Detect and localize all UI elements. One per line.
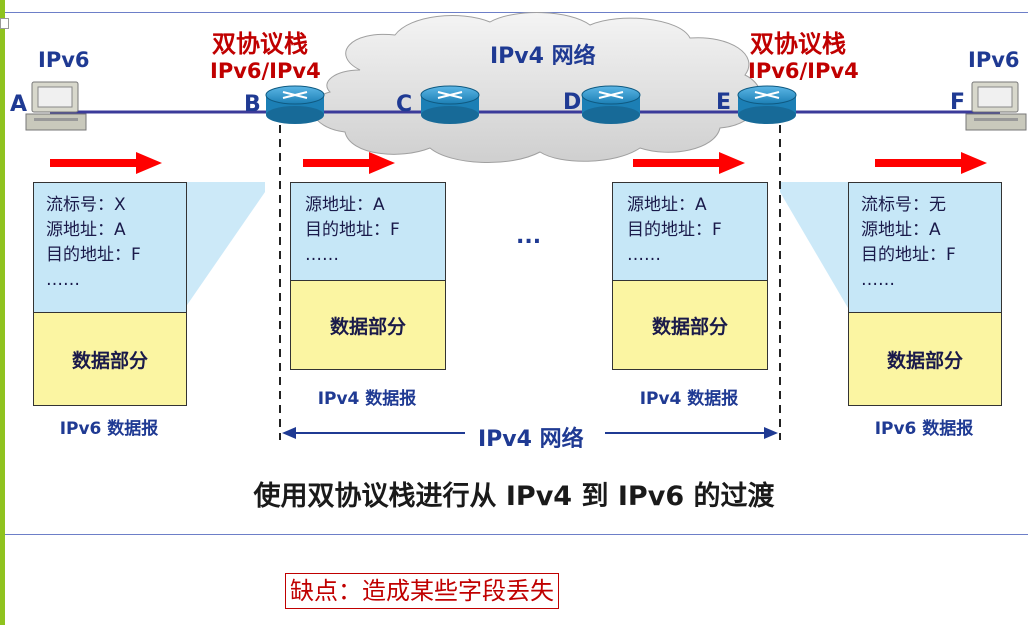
header-line: 源地址：A (627, 195, 707, 215)
header-line: …… (627, 245, 661, 265)
red-arrow-icon-3 (633, 152, 745, 174)
left-dual-stack-label: 双协议栈 (212, 30, 308, 58)
node-b: B (244, 92, 261, 117)
header-line: 源地址：A (46, 220, 126, 240)
left-accent-bar (0, 0, 5, 625)
shortcoming-note: 缺点：造成某些字段丢失 (285, 573, 559, 609)
header-line: …… (861, 270, 895, 290)
packet-data: 数据部分 (613, 280, 767, 369)
right-dual-stack-proto: IPv6/IPv4 (748, 59, 859, 83)
projection-wedge-right (780, 182, 848, 308)
ellipsis: ... (516, 224, 542, 249)
header-line: 源地址：A (305, 195, 385, 215)
ipv4-span-label: IPv4 网络 (478, 427, 584, 452)
packet-caption: IPv6 数据报 (59, 419, 159, 439)
projection-wedge-left (185, 182, 265, 308)
router-icon-b (265, 85, 325, 124)
packet-header: 流标号：无 源地址：A 目的地址：F …… (861, 193, 956, 293)
header-line: …… (46, 270, 80, 290)
packet-ipv6-source: 流标号：X 源地址：A 目的地址：F …… 数据部分 (33, 182, 187, 406)
ipv4-span-arrow (282, 427, 778, 439)
right-host-label: IPv6 (968, 48, 1020, 72)
cloud-label: IPv4 网络 (490, 44, 596, 69)
packet-data: 数据部分 (849, 312, 1001, 405)
packet-caption: IPv6 数据报 (874, 419, 974, 439)
packet-caption: IPv4 数据报 (639, 389, 739, 409)
header-line: 目的地址：F (861, 245, 956, 265)
packet-header: 源地址：A 目的地址：F …… (627, 193, 722, 268)
header-line: 目的地址：F (305, 220, 400, 240)
left-dual-stack-proto: IPv6/IPv4 (210, 59, 321, 83)
packet-caption: IPv4 数据报 (317, 389, 417, 409)
host-computer-icon-f (965, 81, 1027, 131)
packet-header: 流标号：X 源地址：A 目的地址：F …… (46, 193, 141, 293)
node-a: A (10, 92, 28, 117)
node-f: F (950, 90, 966, 115)
red-arrow-icon-4 (875, 152, 987, 174)
packet-ipv4-last: 源地址：A 目的地址：F …… 数据部分 (612, 182, 768, 370)
packet-data: 数据部分 (34, 312, 186, 405)
header-line: 流标号：X (46, 195, 126, 215)
red-arrow-icon-1 (50, 152, 162, 174)
node-d: D (563, 90, 582, 115)
router-icon-d (581, 85, 641, 124)
router-icon-c (420, 85, 480, 124)
bottom-divider (5, 534, 1028, 535)
node-c: C (396, 92, 413, 117)
left-host-label: IPv6 (38, 48, 90, 72)
packet-ipv4-first: 源地址：A 目的地址：F …… 数据部分 (290, 182, 446, 370)
packet-data: 数据部分 (291, 280, 445, 369)
packet-ipv6-destination: 流标号：无 源地址：A 目的地址：F …… 数据部分 (848, 182, 1002, 406)
top-divider (5, 12, 1028, 13)
router-icon-e (737, 85, 797, 124)
slide-title: 使用双协议栈进行从 IPv4 到 IPv6 的过渡 (253, 481, 775, 512)
header-line: 源地址：A (861, 220, 941, 240)
host-computer-icon-a (25, 81, 87, 131)
corner-icon (0, 18, 9, 29)
red-arrow-icon-2 (303, 152, 395, 174)
packet-header: 源地址：A 目的地址：F …… (305, 193, 400, 268)
header-line: 流标号：无 (861, 195, 946, 215)
node-e: E (716, 90, 732, 115)
header-line: …… (305, 245, 339, 265)
header-line: 目的地址：F (627, 220, 722, 240)
right-dual-stack-label: 双协议栈 (750, 30, 846, 58)
header-line: 目的地址：F (46, 245, 141, 265)
ipv4-cloud (311, 12, 762, 164)
